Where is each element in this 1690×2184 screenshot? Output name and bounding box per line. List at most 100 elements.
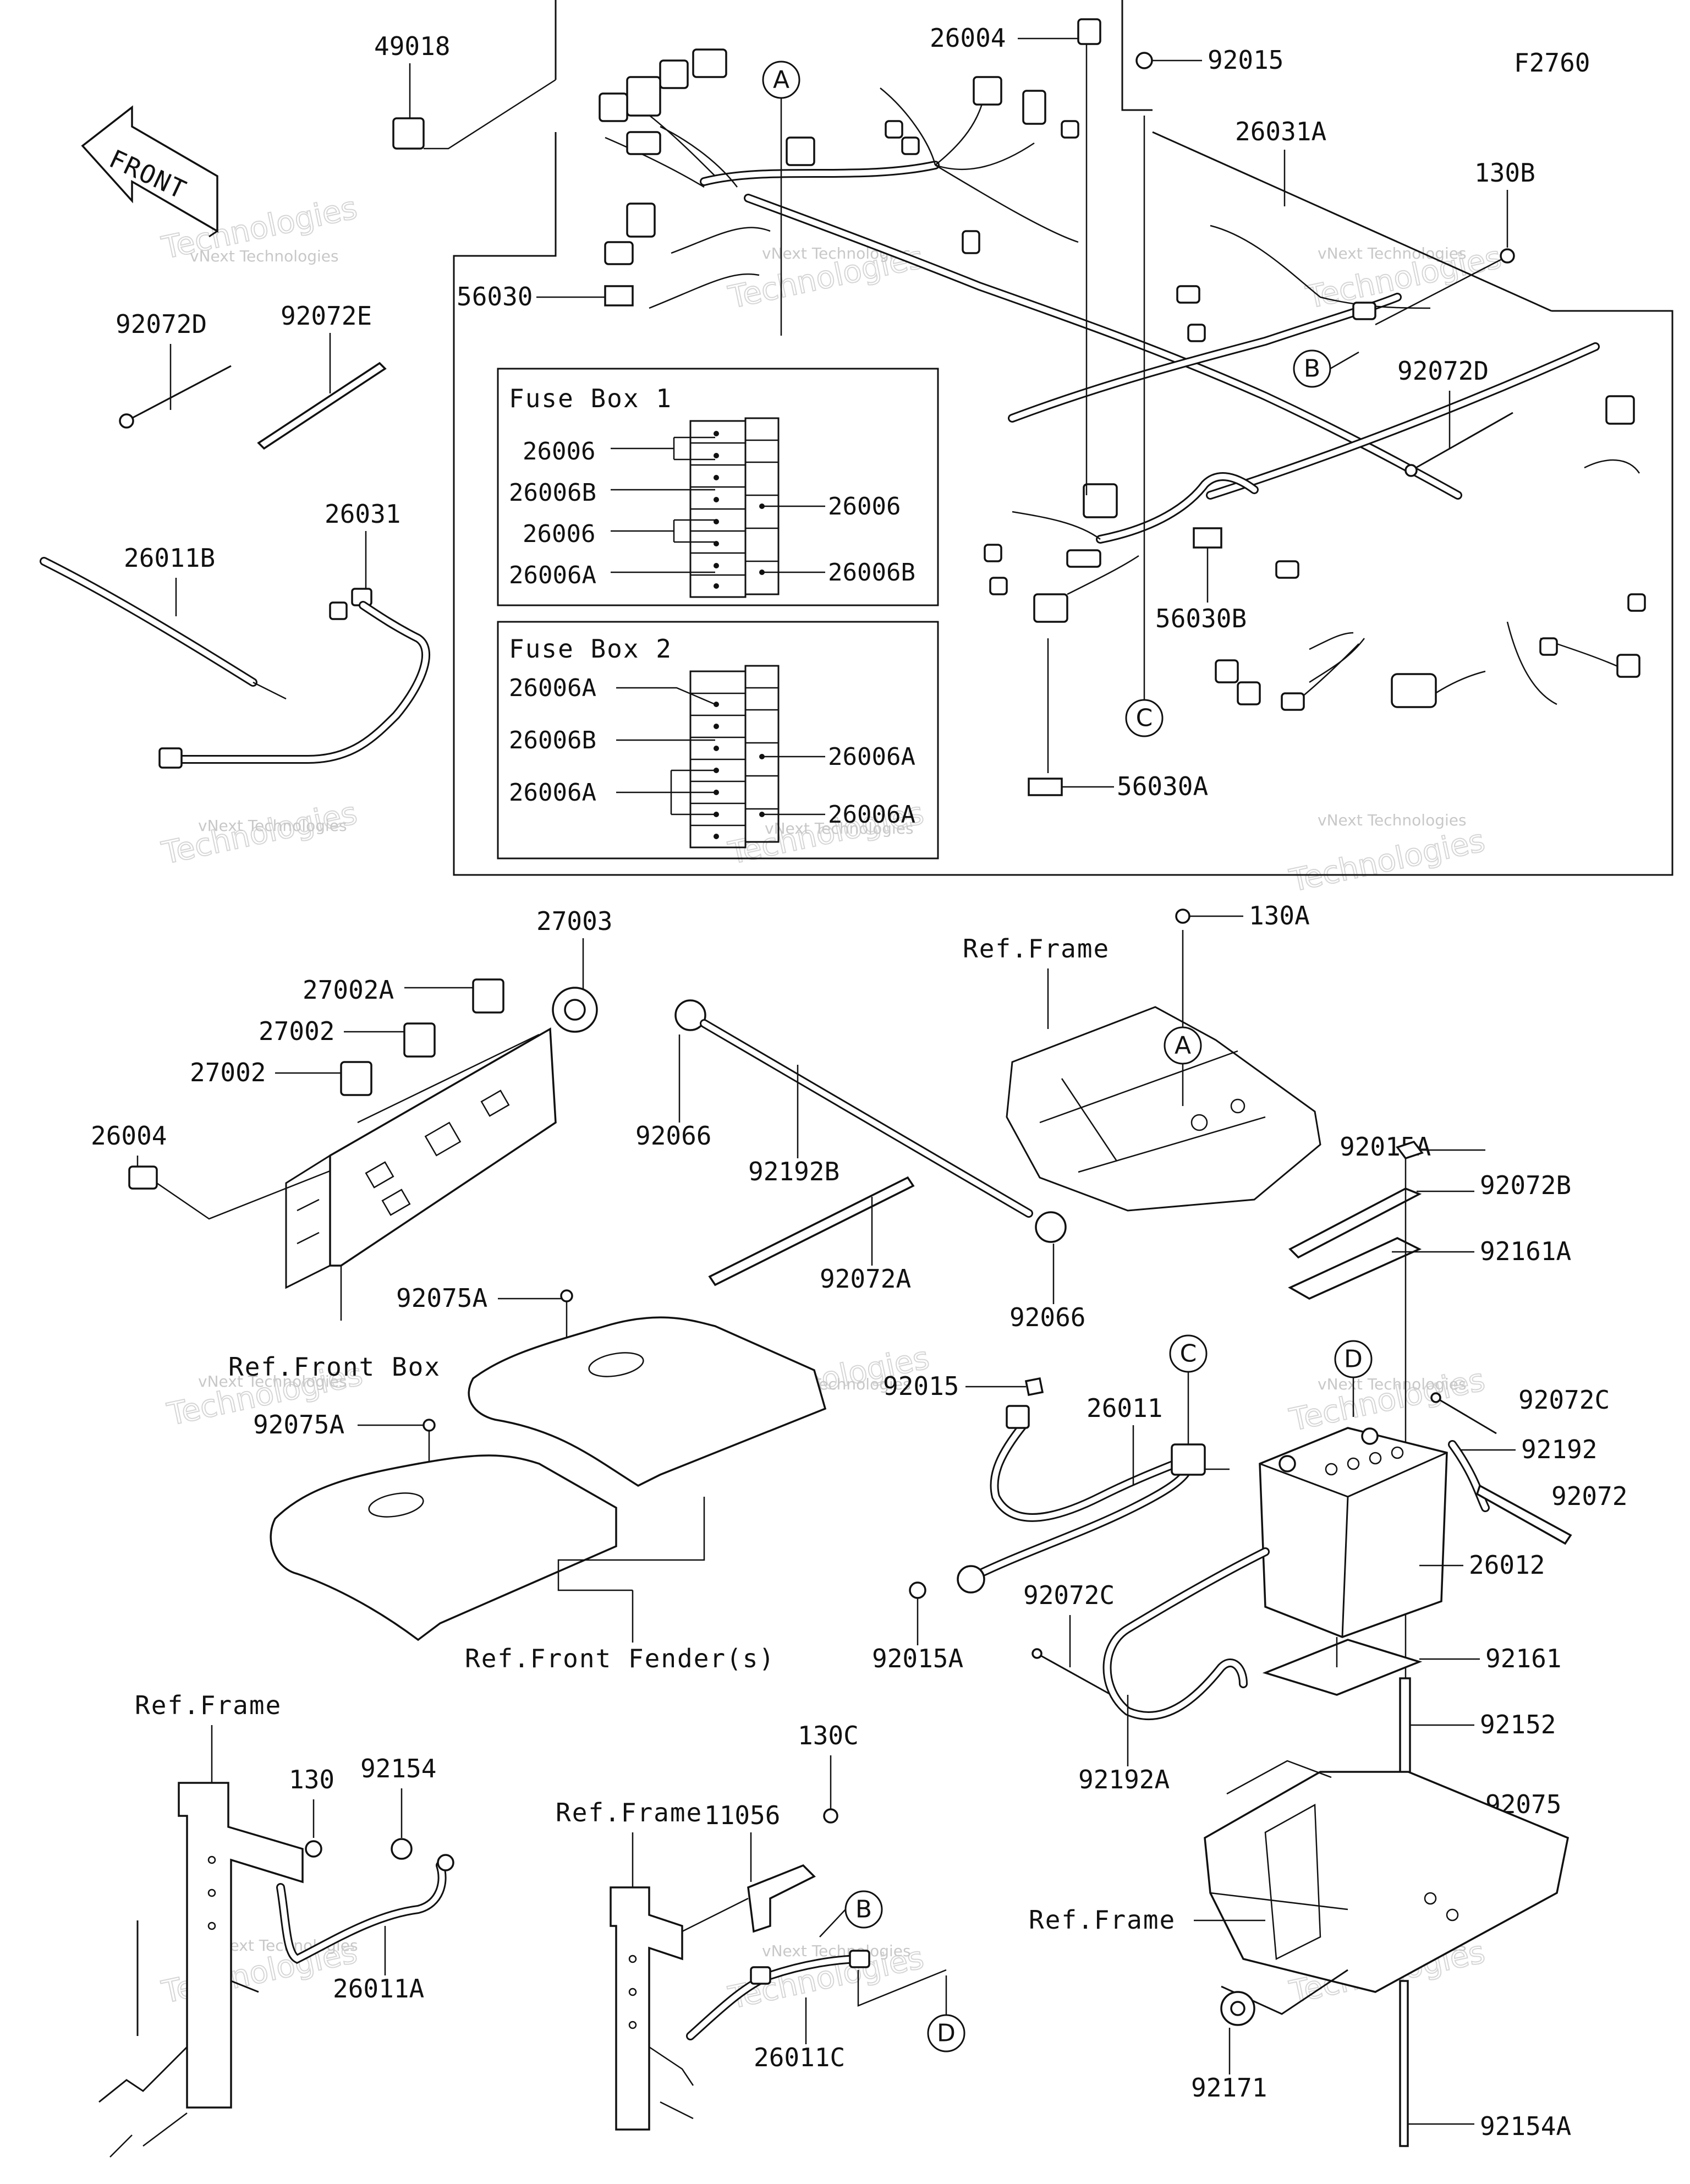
ref-frame-3: Ref.Frame [556, 1798, 703, 1827]
tie-92072c-right [1435, 1397, 1497, 1435]
label-92072d-right: 92072D [1397, 356, 1489, 386]
svg-text:vNext Technologies: vNext Technologies [198, 1372, 347, 1391]
bolt-92154 [391, 1838, 413, 1860]
battery-cables: 92015 26011 92015A 92072C 92192A [872, 1371, 1270, 1794]
bolt-130c [823, 1808, 838, 1824]
svg-text:vNext Technologies: vNext Technologies [1318, 1375, 1467, 1393]
label-92072e: 92072E [281, 301, 372, 331]
battery-section: 92015A 92072B 92161A D 92072C 92192 9207… [1029, 1132, 1627, 2147]
fuse-box-2: Fuse Box 2 26006A 26006B 26006A 26006A 2… [497, 621, 939, 860]
label-92075a-a: 92075A [396, 1283, 487, 1313]
label-92072c-right: 92072C [1518, 1385, 1610, 1415]
svg-text:Technologies: Technologies [1286, 1362, 1488, 1438]
fb1-right-26006: 26006 [828, 492, 901, 521]
label-26011a: 26011A [333, 1974, 424, 2004]
top-labels: 49018 26004 92015 26031A 130B 92072D 920… [116, 18, 1535, 801]
label-27002-b: 27002 [190, 1058, 266, 1087]
cable-group-26011b-26031: 26031 26011B [40, 499, 430, 769]
pad-92161 [1262, 1639, 1423, 1696]
part-27002a [472, 978, 504, 1014]
tie-92072e [257, 362, 387, 450]
nut-92015-top [1135, 52, 1153, 69]
fuse-box-2-title: Fuse Box 2 [509, 634, 672, 664]
label-92075a-b: 92075A [253, 1410, 344, 1439]
connector-26004-top [1077, 18, 1101, 45]
fb1-label-26006: 26006 [523, 437, 595, 466]
label-56030b: 56030B [1155, 604, 1247, 633]
label-92152: 92152 [1480, 1710, 1556, 1739]
diagram-id: F2760 [1514, 48, 1590, 78]
fuse-box-1: Fuse Box 1 26006 26006B 26006 26006A 260… [497, 368, 939, 606]
svg-text:vNext Technologies: vNext Technologies [198, 817, 347, 835]
cap-92066-b [1035, 1211, 1067, 1243]
label-92192a: 92192A [1078, 1765, 1170, 1794]
label-92072: 92072 [1551, 1481, 1627, 1511]
nut-92015a-mid [909, 1581, 926, 1599]
label-130c: 130C [798, 1721, 859, 1750]
tie-92072d-right [1411, 412, 1513, 472]
nut-92015-mid [1024, 1377, 1044, 1397]
fb2-label-26006a: 26006A [509, 674, 596, 702]
harness-connectors [599, 48, 1646, 711]
label-92072c-mid: 92072C [1023, 1580, 1115, 1610]
ref-front-fenders: Ref.Front Fender(s) [465, 1644, 775, 1673]
label-92161a: 92161A [1480, 1236, 1571, 1266]
label-92072b: 92072B [1480, 1170, 1571, 1200]
callout-c-battery: C [1180, 1340, 1197, 1368]
callouts-top: A B C [762, 61, 1359, 737]
label-27002a: 27002A [303, 975, 394, 1005]
svg-text:vNext Technologies: vNext Technologies [190, 247, 339, 265]
bolt-130b [1500, 248, 1515, 264]
fb2-right-26006a: 26006A [828, 743, 915, 771]
label-56030: 56030 [457, 282, 533, 311]
label-92015-mid: 92015 [883, 1371, 959, 1401]
callout-d-bottom: D [937, 2019, 956, 2048]
fuse-box-1-title: Fuse Box 1 [509, 384, 672, 413]
label-92066-b: 92066 [1009, 1302, 1085, 1332]
front-fenders-section: 92075A 92075A Ref.Front Fender(s) [253, 1283, 827, 1673]
ref-frame-2: Ref.Frame [135, 1690, 282, 1720]
label-92154: 92154 [360, 1754, 436, 1783]
label-92066-a: 92066 [635, 1121, 711, 1151]
label-92154a: 92154A [1480, 2111, 1571, 2141]
front-fender-left [270, 1454, 617, 1641]
fb1-label-26006-2: 26006 [523, 520, 595, 548]
frame-bracket-mid [610, 1886, 683, 2131]
nut-92015a-top [1396, 1140, 1424, 1160]
rod-92154a [1399, 1980, 1409, 2147]
tie-92072c-mid [1036, 1652, 1112, 1696]
front-box-section: 27003 27002A 27002 27002 26004 Ref.Front… [91, 906, 612, 1382]
label-26012: 26012 [1469, 1550, 1545, 1580]
label-26011c: 26011C [754, 2043, 845, 2072]
grip-92192b: 92066 92192B 92072A 92066 [635, 999, 1085, 1332]
fb2-label-26006a-2: 26006A [509, 779, 596, 807]
svg-text:vNext Technologies: vNext Technologies [1318, 811, 1467, 829]
front-fender-right [468, 1316, 827, 1487]
label-26031a: 26031A [1235, 117, 1326, 146]
fb2-label-26006b: 26006B [509, 726, 596, 754]
pad-92161a [1288, 1237, 1422, 1300]
ref-frame-4: Ref.Frame [1029, 1905, 1176, 1935]
label-27003: 27003 [536, 906, 612, 936]
label-11056: 11056 [704, 1800, 780, 1830]
label-92015-top: 92015 [1208, 45, 1283, 75]
fb1-label-26006b: 26006B [509, 479, 596, 507]
callout-a-top: A [773, 66, 789, 94]
bracket-92072b [1288, 1187, 1422, 1259]
main-harness-frame [453, 0, 1673, 876]
bracket-11056 [747, 1864, 816, 1933]
label-26004-left: 26004 [91, 1121, 167, 1151]
label-tag-56030b [1193, 527, 1222, 549]
ground-cable-section: Ref.Frame 130 92154 26011A [98, 1690, 454, 2158]
label-27002-a: 27002 [259, 1016, 334, 1046]
label-130: 130 [289, 1765, 334, 1794]
bolt-130a [1175, 908, 1190, 924]
label-92161: 92161 [1485, 1644, 1561, 1673]
label-26031: 26031 [325, 499, 400, 529]
label-92192: 92192 [1521, 1435, 1597, 1464]
label-49018: 49018 [374, 31, 450, 61]
fb2-right-26006a-2: 26006A [828, 801, 915, 829]
label-92072a: 92072A [820, 1264, 911, 1294]
tie-92072a [708, 1176, 915, 1287]
